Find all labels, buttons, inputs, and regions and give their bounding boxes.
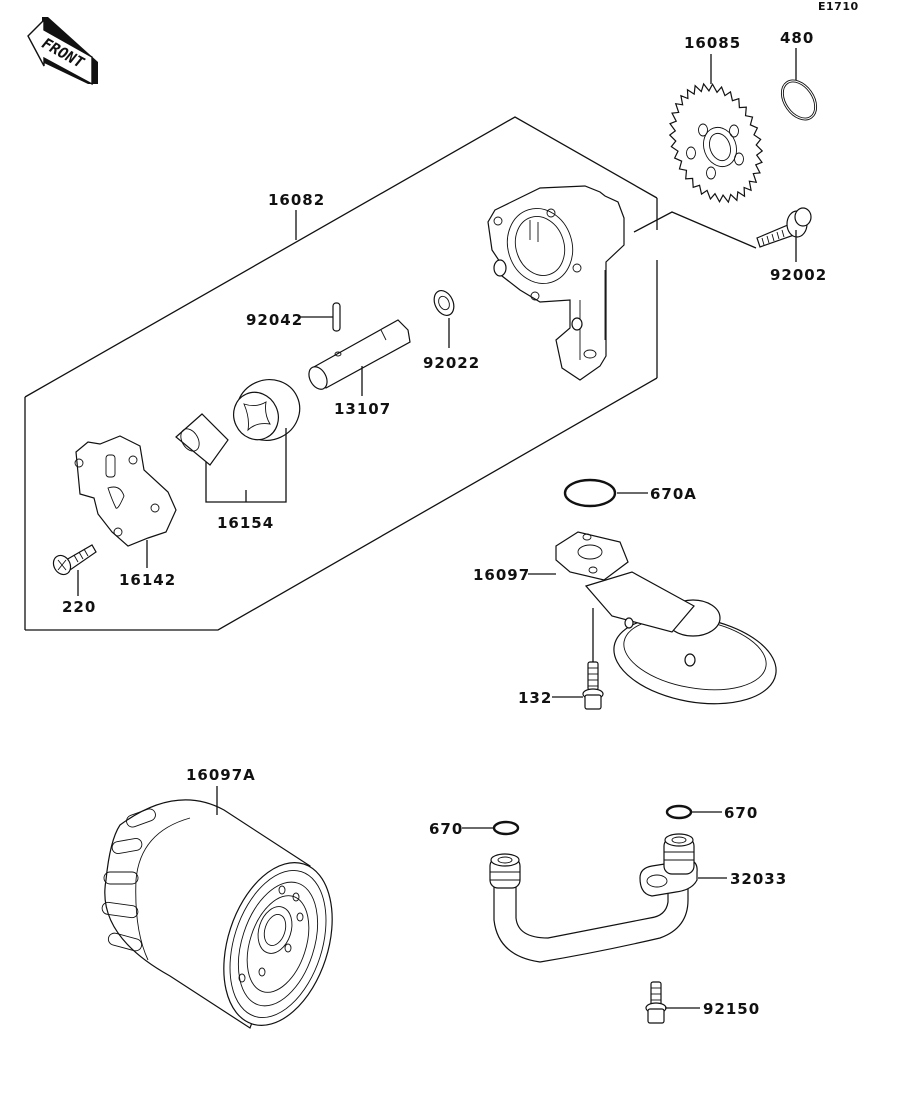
front-arrow-icon: FRONT [27, 17, 98, 86]
part-label-670-right: 670 [724, 804, 758, 822]
part-label-16097A: 16097A [186, 766, 256, 784]
part-label-32033: 32033 [730, 870, 787, 888]
shaft-13107: 13107 [308, 319, 411, 418]
diagram-code: E1710 [818, 0, 859, 13]
screw-220: 220 [52, 544, 97, 616]
part-label-16154: 16154 [217, 514, 274, 532]
oil-screen-16097: 16097 [473, 531, 777, 705]
o-ring-670A: 670A [563, 478, 697, 508]
part-label-16082: 16082 [268, 191, 325, 209]
oil-filter-16097A: 16097A [101, 766, 333, 1029]
oil-pipe-32033: 32033 [489, 833, 787, 963]
circlip-480: 480 [780, 29, 818, 121]
part-label-92022: 92022 [423, 354, 480, 372]
part-label-132: 132 [518, 689, 552, 707]
part-label-480: 480 [780, 29, 814, 47]
part-label-670-left: 670 [429, 820, 463, 838]
pump-body [487, 185, 625, 381]
bolt-92002: 92002 [756, 207, 827, 284]
pin-92042: 92042 [246, 302, 341, 332]
part-label-16142: 16142 [119, 571, 176, 589]
callout-16082: 16082 [268, 191, 325, 240]
o-ring-670-left: 670 [429, 820, 520, 838]
part-label-92150: 92150 [703, 1000, 760, 1018]
part-label-670A: 670A [650, 485, 697, 503]
washer-92022: 92022 [423, 290, 480, 372]
o-ring-670-right: 670 [665, 804, 758, 822]
part-label-16097: 16097 [473, 566, 530, 584]
pump-cover-16142: 16142 [74, 435, 177, 589]
part-label-13107: 13107 [334, 400, 391, 418]
assembly-bracket [24, 116, 757, 631]
bolt-132: 132 [518, 661, 604, 710]
bolt-92150: 92150 [645, 981, 760, 1024]
part-label-92002: 92002 [770, 266, 827, 284]
gear-16085: 16085 [668, 34, 764, 204]
rotor-set-16154: 16154 [175, 379, 301, 532]
part-label-92042: 92042 [246, 311, 303, 329]
part-label-16085: 16085 [684, 34, 741, 52]
part-label-220: 220 [62, 598, 96, 616]
